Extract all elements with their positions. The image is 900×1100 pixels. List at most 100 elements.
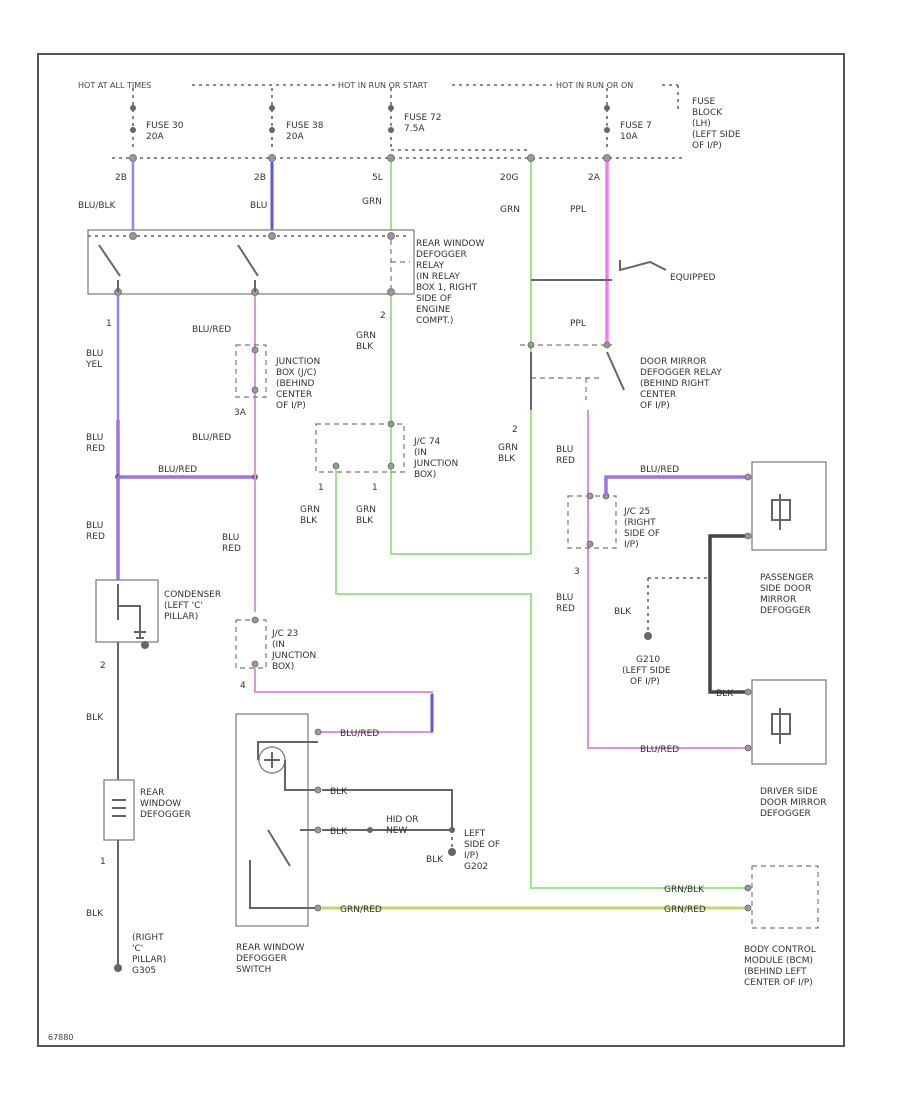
svg-text:FUSE 30: FUSE 30 xyxy=(146,121,184,131)
wire-label-blu-red: BLU xyxy=(222,533,239,543)
terminal xyxy=(586,492,594,500)
svg-text:(BEHIND: (BEHIND xyxy=(276,379,315,389)
svg-text:SIDE OF: SIDE OF xyxy=(624,529,660,539)
relay-contact xyxy=(530,351,625,410)
rear-window-defogger-label: REAR WINDOW DEFOGGER xyxy=(140,788,191,820)
relay-contact-leads xyxy=(117,280,256,292)
terminal xyxy=(387,462,395,470)
wire-label-blk: BLK xyxy=(330,787,348,797)
svg-text:COMPT.): COMPT.) xyxy=(416,316,453,326)
right-c-pillar-ground-label: (RIGHT 'C' PILLAR) G305 xyxy=(132,933,166,976)
mirror-heater-symbol xyxy=(771,494,791,530)
wire-label-blu-red: BLU/RED xyxy=(340,729,379,739)
terminal xyxy=(251,660,259,668)
ground-point xyxy=(141,641,149,649)
svg-text:FUSE 72: FUSE 72 xyxy=(404,113,441,123)
svg-text:BOX): BOX) xyxy=(414,470,436,480)
fuse-30: FUSE 30 20A xyxy=(130,88,184,150)
terminal xyxy=(744,532,752,540)
svg-text:OF I/P): OF I/P) xyxy=(692,141,722,151)
svg-text:I/P): I/P) xyxy=(464,851,479,861)
svg-text:J/C 23: J/C 23 xyxy=(271,629,298,639)
jc-74 xyxy=(315,423,405,473)
wire-label-blu-red: BLU/RED xyxy=(640,745,679,755)
svg-text:FUSE: FUSE xyxy=(692,97,715,107)
jc-25 xyxy=(567,495,617,549)
terminal xyxy=(744,904,752,912)
g210-ground-lead xyxy=(647,577,708,634)
wire-label-grn: GRN xyxy=(500,205,520,215)
driver-mirror-defogger xyxy=(751,679,827,765)
svg-text:DOOR MIRROR: DOOR MIRROR xyxy=(640,357,706,367)
wire-label-blu-yel: BLU YEL xyxy=(85,349,106,370)
splice-node xyxy=(449,827,455,833)
wire-label-grn-blk: GRN/BLK xyxy=(664,885,705,895)
wire-label-blk: BLK xyxy=(356,342,374,352)
svg-text:'C': 'C' xyxy=(132,944,143,954)
terminal xyxy=(268,232,276,240)
pin-label: 2B xyxy=(115,173,127,183)
wire-blk-mirrors xyxy=(708,534,745,694)
svg-text:DEFOGGER: DEFOGGER xyxy=(760,606,811,616)
wire-label-red: RED xyxy=(556,456,575,466)
svg-text:J/C 25: J/C 25 xyxy=(623,507,650,517)
wire-label-blk: BLK xyxy=(614,607,632,617)
defogger-grid xyxy=(112,799,126,817)
wire-label-blu-red: BLU xyxy=(86,521,103,531)
junction-box-label: JUNCTION BOX (J/C) (BEHIND CENTER OF I/P… xyxy=(275,357,320,411)
jc-74-label: J/C 74 (IN JUNCTION BOX) xyxy=(413,437,458,480)
mirror-heater-symbol xyxy=(771,708,791,744)
jc-25-label: J/C 25 (RIGHT SIDE OF I/P) xyxy=(623,507,660,550)
terminal xyxy=(251,386,259,394)
wire-label-grn-blk: GRN xyxy=(356,331,376,341)
junction-box-jc xyxy=(235,344,267,398)
svg-text:(LEFT SIDE: (LEFT SIDE xyxy=(692,130,741,140)
wire-label-red: RED xyxy=(86,532,105,542)
wire-label-blk: BLK xyxy=(426,855,444,865)
svg-text:20A: 20A xyxy=(146,132,164,142)
svg-text:BLOCK: BLOCK xyxy=(692,108,723,118)
wire-grn-blk-to-bcm xyxy=(335,470,745,889)
wire-label-blu-blk: BLU/BLK xyxy=(78,201,117,211)
terminal xyxy=(268,154,276,162)
terminal xyxy=(387,232,395,240)
svg-text:(LEFT 'C': (LEFT 'C' xyxy=(164,601,203,611)
figure-id: 67880 xyxy=(48,1033,73,1042)
jc-23-label: J/C 23 (IN JUNCTION BOX) xyxy=(271,629,316,672)
svg-text:(BEHIND LEFT: (BEHIND LEFT xyxy=(744,967,807,977)
svg-text:DOOR MIRROR: DOOR MIRROR xyxy=(760,798,826,808)
wire-label-blk: BLK xyxy=(498,454,516,464)
splice-node xyxy=(367,827,373,833)
wire-blu-red-right xyxy=(587,410,745,749)
svg-text:OF I/P): OF I/P) xyxy=(276,401,306,411)
wire-label-blu-red: BLU xyxy=(86,433,103,443)
switch-internal-wiring xyxy=(249,741,318,909)
ground-point xyxy=(114,964,122,972)
wire-label-blu-red: BLU/RED xyxy=(640,465,679,475)
pin-label: 3A xyxy=(234,408,247,418)
pin-label: 4 xyxy=(240,681,246,691)
svg-text:LEFT: LEFT xyxy=(464,829,486,839)
wire-grn-blk-loop xyxy=(390,296,532,555)
wire-label-grn: GRN xyxy=(362,197,382,207)
wire-label-blk: BLK xyxy=(330,827,348,837)
svg-text:PILLAR): PILLAR) xyxy=(164,612,198,622)
wire-label-ppl: PPL xyxy=(570,205,586,215)
svg-text:(RIGHT: (RIGHT xyxy=(132,933,164,943)
svg-text:G305: G305 xyxy=(132,966,156,976)
equipped-label: EQUIPPED xyxy=(670,273,716,283)
svg-text:DEFOGGER RELAY: DEFOGGER RELAY xyxy=(640,368,722,378)
wire-label-blu-red: BLU/RED xyxy=(158,465,197,475)
pin-label: 5L xyxy=(372,173,383,183)
svg-text:BOX (J/C): BOX (J/C) xyxy=(276,368,317,378)
pin-label: 1 xyxy=(106,319,112,329)
svg-text:I/P): I/P) xyxy=(624,540,639,550)
terminal xyxy=(586,540,594,548)
svg-text:REAR WINDOW: REAR WINDOW xyxy=(416,239,485,249)
terminal xyxy=(314,786,322,794)
terminal xyxy=(603,154,611,162)
terminal xyxy=(387,420,395,428)
wire-label-blk: BLK xyxy=(716,689,734,699)
bcm-label: BODY CONTROL MODULE (BCM) (BEHIND LEFT C… xyxy=(744,945,816,988)
terminal xyxy=(251,346,259,354)
